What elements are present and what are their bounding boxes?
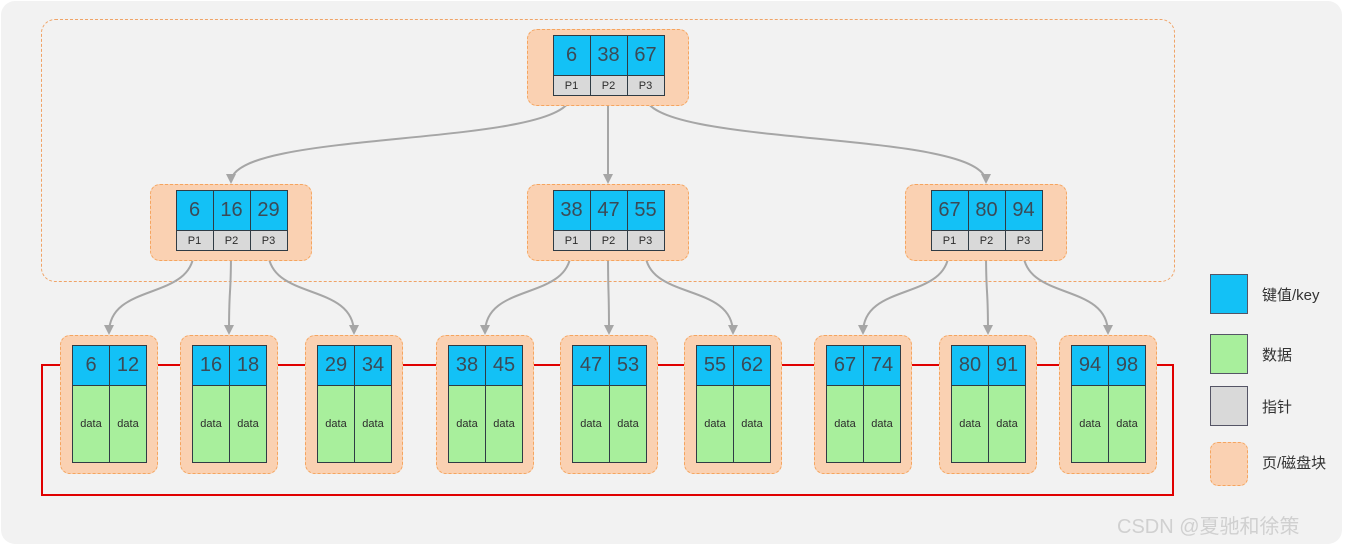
data-cell: data [1108, 385, 1146, 463]
pointer-cell: P3 [626, 230, 665, 251]
legend-key-label: 键值/key [1262, 287, 1320, 304]
legend-pointer-label: 指针 [1262, 399, 1293, 416]
legend-data-label: 数据 [1262, 347, 1293, 364]
watermark: CSDN @夏驰和徐策 [1117, 516, 1300, 538]
legend-key-swatch [1210, 274, 1248, 314]
tree-arrow [603, 249, 614, 335]
key-cell: 94 [1071, 345, 1109, 386]
data-cell: data [1071, 385, 1109, 463]
key-cell: 29 [249, 190, 288, 231]
pointer-cell: P3 [1004, 230, 1043, 251]
key-cell: 45 [485, 345, 523, 386]
data-cell: data [109, 385, 147, 463]
key-cell: 34 [354, 345, 392, 386]
data-cell: data [733, 385, 771, 463]
key-cell: 62 [733, 345, 771, 386]
pointer-cell: P1 [175, 230, 214, 251]
data-cell: data [229, 385, 267, 463]
tree-arrow [224, 249, 235, 335]
key-cell: 38 [448, 345, 486, 386]
data-cell: data [72, 385, 110, 463]
key-cell: 94 [1004, 190, 1043, 231]
key-cell: 6 [175, 190, 214, 231]
key-cell: 55 [696, 345, 734, 386]
pointer-cell: P2 [589, 75, 628, 96]
key-cell: 29 [317, 345, 355, 386]
data-cell: data [826, 385, 864, 463]
key-cell: 38 [589, 35, 628, 76]
key-cell: 47 [589, 190, 628, 231]
data-cell: data [485, 385, 523, 463]
key-cell: 16 [192, 345, 230, 386]
pointer-cell: P1 [552, 230, 591, 251]
legend-page-swatch [1210, 442, 1248, 486]
data-cell: data [354, 385, 392, 463]
leaf-wraparound-link [41, 360, 1174, 496]
pointer-cell: P1 [930, 230, 969, 251]
tree-arrow [982, 249, 993, 335]
legend-pointer-swatch [1210, 386, 1248, 426]
pointer-cell: P3 [249, 230, 288, 251]
key-cell: 67 [826, 345, 864, 386]
key-cell: 91 [988, 345, 1026, 386]
key-cell: 47 [572, 345, 610, 386]
key-cell: 53 [609, 345, 647, 386]
pointer-cell: P2 [212, 230, 251, 251]
pointer-cell: P2 [967, 230, 1006, 251]
tree-arrow [644, 249, 738, 335]
pointer-cell: P3 [626, 75, 665, 96]
data-cell: data [988, 385, 1026, 463]
key-cell: 38 [552, 190, 591, 231]
key-cell: 80 [967, 190, 1006, 231]
tree-arrow [480, 249, 572, 335]
data-cell: data [951, 385, 989, 463]
pointer-cell: P2 [589, 230, 628, 251]
data-cell: data [317, 385, 355, 463]
data-cell: data [192, 385, 230, 463]
tree-arrow [858, 249, 950, 335]
data-cell: data [696, 385, 734, 463]
key-cell: 12 [109, 345, 147, 386]
key-cell: 67 [626, 35, 665, 76]
data-cell: data [572, 385, 610, 463]
key-cell: 98 [1108, 345, 1146, 386]
pointer-cell: P1 [552, 75, 591, 96]
key-cell: 16 [212, 190, 251, 231]
key-cell: 67 [930, 190, 969, 231]
key-cell: 80 [951, 345, 989, 386]
data-cell: data [448, 385, 486, 463]
data-cell: data [863, 385, 901, 463]
tree-pointer-arrows [104, 94, 1113, 335]
tree-arrow [644, 94, 991, 184]
legend-data-swatch [1210, 334, 1248, 374]
key-cell: 18 [229, 345, 267, 386]
data-cell: data [609, 385, 647, 463]
tree-arrow [104, 249, 195, 335]
key-cell: 74 [863, 345, 901, 386]
key-cell: 55 [626, 190, 665, 231]
tree-arrow [1022, 249, 1113, 335]
key-cell: 6 [72, 345, 110, 386]
tree-arrow [226, 94, 572, 184]
key-cell: 6 [552, 35, 591, 76]
tree-arrow [267, 249, 359, 335]
legend-page-label: 页/磁盘块 [1262, 455, 1327, 472]
